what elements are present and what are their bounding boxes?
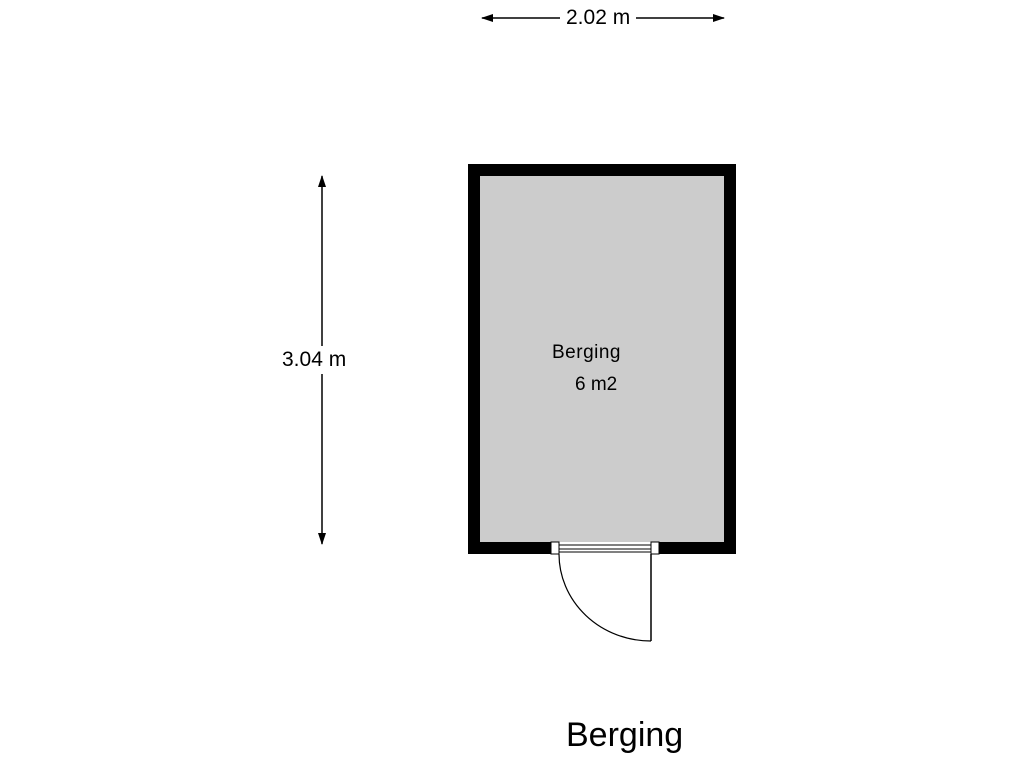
- door-jamb: [650, 541, 660, 555]
- door-jamb: [550, 541, 560, 555]
- door-swing-arc: [558, 553, 652, 642]
- plan-title: Berging: [566, 716, 684, 755]
- width-dimension-label: 2.02 m: [560, 6, 637, 30]
- height-dimension-label: 3.04 m: [282, 346, 347, 374]
- room-name-label: Berging: [552, 342, 621, 363]
- room-floor: [480, 176, 724, 542]
- room-area-label: 6 m2: [575, 374, 618, 395]
